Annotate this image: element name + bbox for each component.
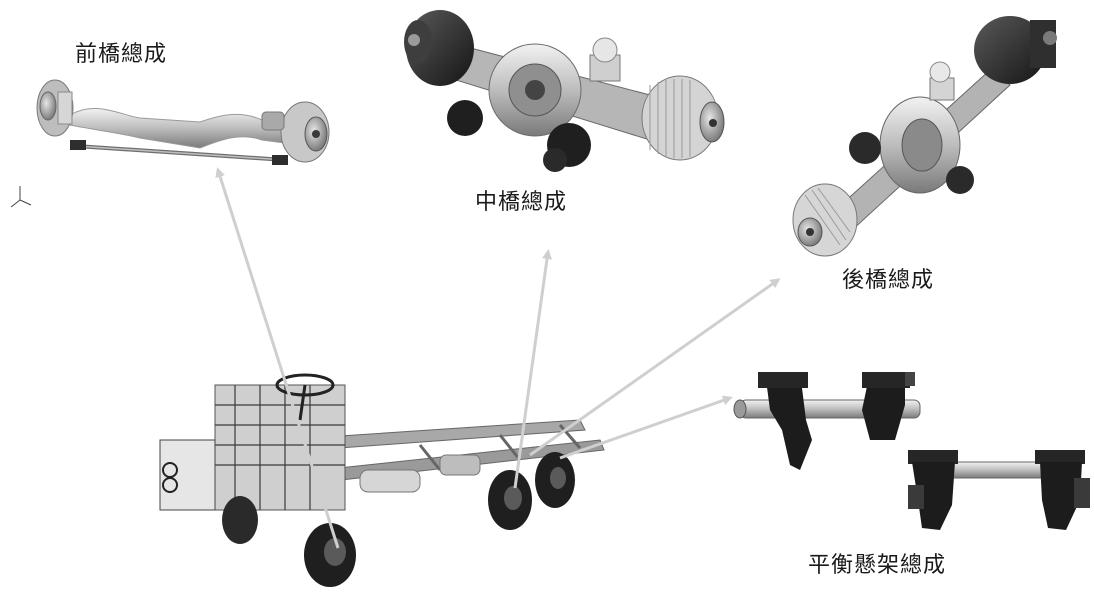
label-rear-axle-assembly: 後橋總成 [842,268,935,293]
label-balance-suspension-assembly: 平衡懸架總成 [808,553,947,578]
balance-suspension-illustration-upper [733,372,921,470]
arrow-front-axle [215,167,340,549]
middle-axle-illustration [404,10,725,172]
axis-gizmo-icon [10,186,32,208]
pointer-arrows [215,167,781,549]
arrow-balance-suspension [559,395,733,460]
label-front-axle-assembly: 前橋總成 [75,42,168,67]
arrow-middle-axle [513,249,552,489]
balance-suspension-illustration-lower [908,450,1090,530]
rear-axle-illustration [792,16,1057,257]
front-axle-illustration [36,79,330,165]
label-middle-axle-assembly: 中橋總成 [475,190,568,215]
truck-chassis-illustration [159,373,605,587]
arrow-rear-axle [529,278,781,457]
